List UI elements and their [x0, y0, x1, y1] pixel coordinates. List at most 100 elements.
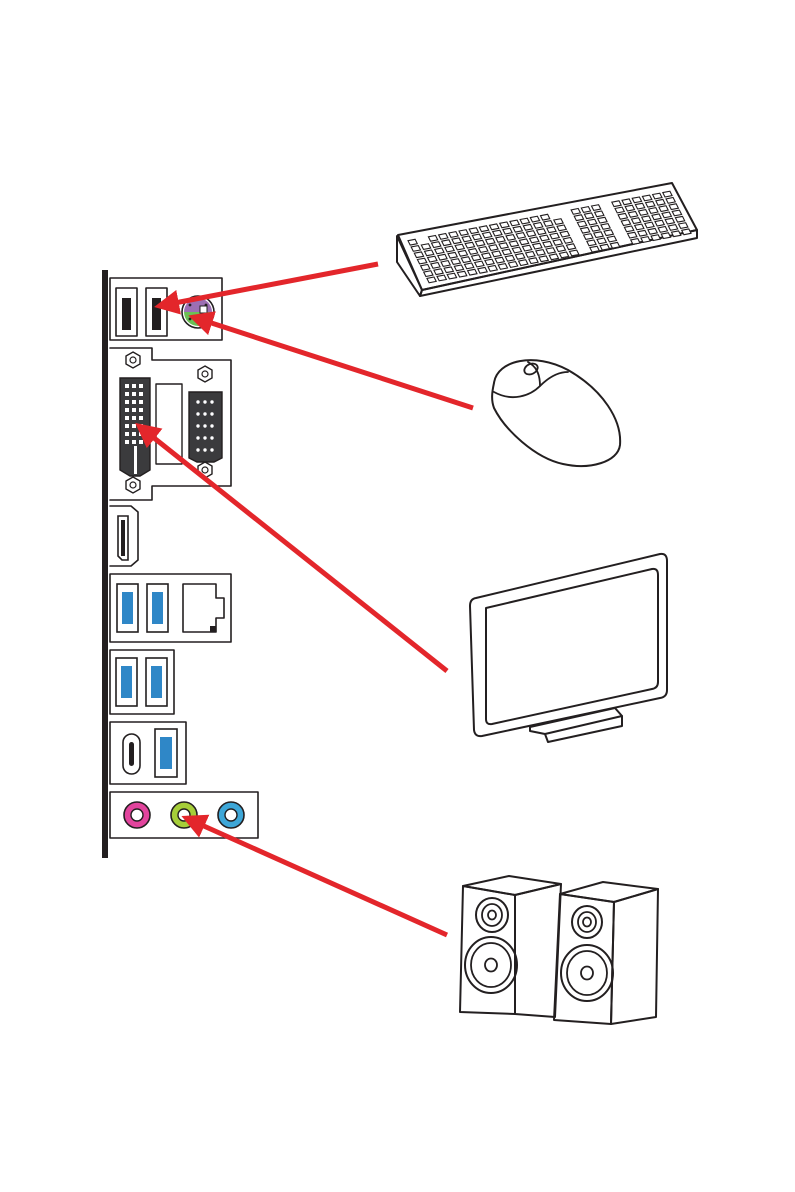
dvi-pin [139, 432, 143, 436]
keyboard-key [632, 197, 641, 203]
keyboard-key [649, 208, 658, 214]
keyboard-key [601, 224, 610, 230]
keyboard-key [452, 238, 461, 244]
keyboard-key [537, 229, 546, 235]
keyboard-key [642, 216, 651, 222]
keyboard-key [607, 236, 616, 242]
keyboard-key [490, 224, 499, 230]
keyboard-key [665, 218, 674, 224]
keyboard-key [489, 245, 498, 251]
screw-icon [126, 352, 140, 368]
keyboard-key [451, 259, 460, 265]
keyboard-key [468, 269, 477, 275]
keyboard-key [465, 242, 474, 248]
keyboard-key [632, 218, 641, 224]
arrow-keyboard-to-ps2 [159, 264, 378, 306]
vga-pin [196, 448, 199, 451]
keyboard-key [503, 228, 512, 234]
keyboard-key [421, 244, 430, 250]
keyboard-key [662, 212, 671, 218]
keyboard-key [472, 255, 481, 261]
keyboard-key [656, 199, 665, 205]
arrow-monitor-to-dvi [139, 426, 447, 671]
keyboard-key [638, 230, 647, 236]
keyboard-key [458, 251, 467, 257]
vga-pin [196, 400, 199, 403]
keyboard-key [424, 271, 433, 277]
dvi-pin [132, 432, 136, 436]
lan-port [183, 584, 224, 632]
keyboard-key [461, 257, 470, 263]
keyboard-key [610, 242, 619, 248]
keyboard-key [652, 214, 661, 220]
vga-pin [210, 400, 213, 403]
usb3-lan-port-group [110, 574, 231, 642]
dvi-pin [125, 416, 129, 420]
dvi-pin [132, 440, 136, 444]
vga-pin [196, 412, 199, 415]
dvi-pin [125, 440, 129, 444]
keyboard-key [574, 215, 583, 221]
keyboard-key [445, 246, 454, 252]
keyboard-icon [397, 183, 697, 296]
hdmi-port-group [110, 506, 138, 566]
keyboard-key [512, 247, 521, 253]
vga-pin [203, 436, 206, 439]
audio-mic-jack [218, 802, 244, 828]
keyboard-key [646, 201, 655, 207]
keyboard-key [427, 277, 436, 283]
keyboard-key [560, 231, 569, 237]
keyboard-key [544, 221, 553, 227]
keyboard-key [651, 235, 660, 241]
dvi-pin [125, 392, 129, 396]
keyboard-key [454, 265, 463, 271]
keyboard-key [584, 234, 593, 240]
keyboard-key [469, 228, 478, 234]
keyboard-key [615, 207, 624, 213]
keyboard-key [506, 235, 515, 241]
keyboard-key [668, 225, 677, 231]
keyboard-key [486, 238, 495, 244]
keyboard-key [448, 252, 457, 258]
vga-pin [210, 436, 213, 439]
keyboard-key [529, 258, 538, 264]
speaker-left [460, 876, 561, 1017]
keyboard-key [485, 259, 494, 265]
io-back-panel [102, 270, 258, 858]
mouse-icon [492, 360, 620, 466]
monitor-icon [470, 554, 667, 742]
screw-icon [126, 477, 140, 493]
keyboard-key [411, 246, 420, 252]
keyboard-key [414, 252, 423, 258]
keyboard-key [432, 242, 441, 248]
keyboard-key [571, 209, 580, 215]
keyboard-key [591, 226, 600, 232]
keyboard-key [592, 205, 601, 211]
keyboard-key [663, 191, 672, 197]
keyboard-key [508, 262, 517, 268]
keyboard-key [479, 226, 488, 232]
keyboard-key [475, 261, 484, 267]
keyboard-key [635, 203, 644, 209]
keyboard-key [431, 263, 440, 269]
keyboard-key [536, 250, 545, 256]
keyboard-key [600, 244, 609, 250]
keyboard-key [546, 248, 555, 254]
dvi-pin [132, 400, 136, 404]
keyboard-key [541, 214, 550, 220]
keyboard-key [534, 223, 543, 229]
keyboard-key [566, 244, 575, 250]
keyboard-key [455, 244, 464, 250]
usb3-port-group [110, 650, 174, 714]
keyboard-key [540, 235, 549, 241]
keyboard-key [523, 245, 532, 251]
keyboard-key [493, 230, 502, 236]
keyboard-key [675, 216, 684, 222]
keyboard-key [598, 217, 607, 223]
keyboard-key [642, 195, 651, 201]
keyboard-key [563, 238, 572, 244]
keyboard-key [556, 246, 565, 252]
keyboard-key [588, 219, 597, 225]
keyboard-key [594, 232, 603, 238]
